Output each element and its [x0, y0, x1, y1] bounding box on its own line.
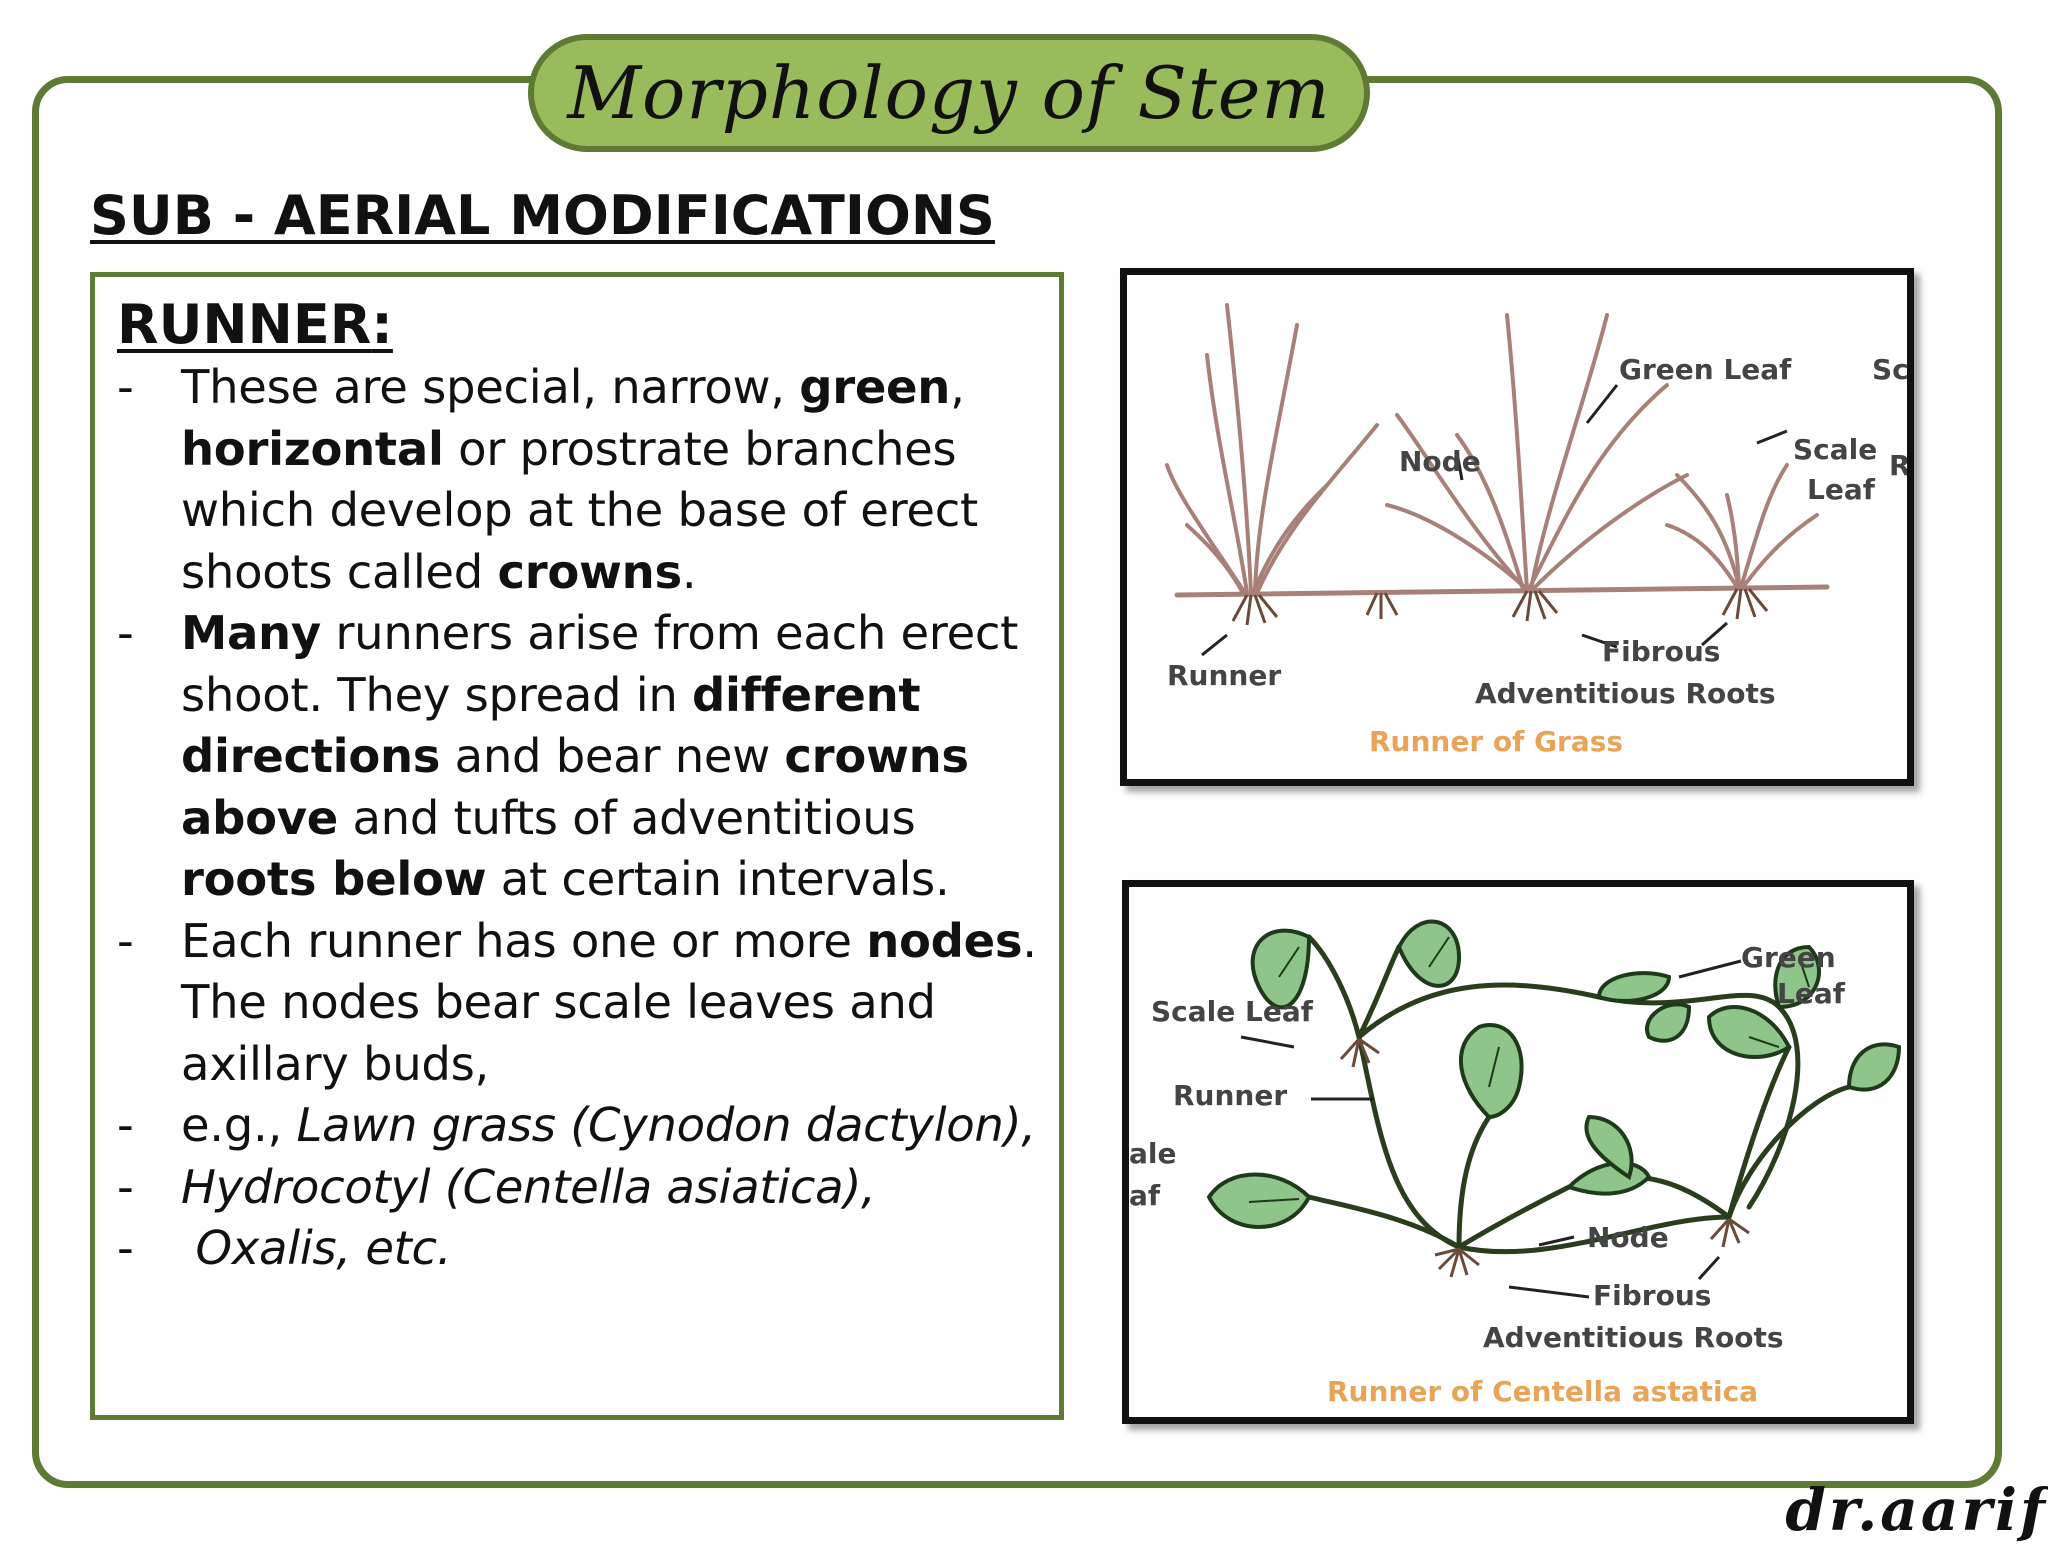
bullet-text: . — [681, 544, 697, 599]
bullet-dash: - — [117, 606, 134, 660]
bold-term: roots below — [181, 852, 487, 906]
italic-example: Oxalis, etc. — [181, 1221, 452, 1275]
bullet-text: runners arise from each erect shoot. The… — [181, 606, 1019, 722]
bullet-text: or prostrate branches which develop at t… — [181, 421, 978, 599]
bullet-text: at certain intervals. — [486, 852, 950, 906]
bullet-text: and tufts of adventitious — [337, 790, 916, 845]
slide-title: Morphology of Stem — [567, 51, 1331, 135]
grass-pointer-lines — [1201, 384, 1788, 657]
centella-pointer-lines — [1240, 959, 1742, 1299]
grass-runner-illustration: Green Leaf Sc R Node Scale Leaf Runner F… — [1165, 303, 1907, 758]
bullet-dash: - — [117, 360, 134, 414]
label-scale-leaf: Scale Leaf — [1151, 995, 1314, 1028]
bullet-item: -Many runners arise from each erect shoo… — [117, 603, 1049, 911]
centella-roots — [1339, 1037, 1750, 1278]
italic-example: Hydrocotyl (Centella asiatica), — [181, 1159, 876, 1214]
grass-roots — [1231, 588, 1769, 626]
section-heading: SUB - AERIAL MODIFICATIONS — [90, 184, 995, 247]
runner-heading-text: RUNNER — [117, 293, 372, 356]
bold-term: different directions — [181, 667, 921, 784]
label-ale: ale — [1129, 1137, 1176, 1170]
bullet-dash: - — [117, 1221, 134, 1275]
grass-runner-figure: Green Leaf Sc R Node Scale Leaf Runner F… — [1120, 268, 1914, 786]
bullet-text: These are special, narrow, — [181, 360, 800, 414]
runner-heading: RUNNER: — [117, 293, 393, 356]
bullet-dash: - — [117, 1159, 134, 1214]
bullet-item: - Oxalis, etc. — [117, 1218, 1049, 1280]
bullet-text: and bear new — [440, 729, 785, 783]
label-leaf: Leaf — [1777, 977, 1846, 1010]
bullet-dash: - — [117, 913, 134, 968]
bullet-item: -Each runner has one or more nodes. The … — [117, 911, 1049, 1096]
bold-term: crowns — [497, 544, 682, 599]
label-runner: Runner — [1167, 659, 1281, 692]
bullet-item: -e.g., Lawn grass (Cynodon dactylon), — [117, 1095, 1049, 1157]
bullet-text: . The nodes bear scale leaves and axilla… — [181, 913, 1037, 1091]
leaf-veins — [1248, 936, 1810, 1203]
bullet-text: , — [950, 360, 965, 414]
label-adventitious-roots: Adventitious Roots — [1475, 677, 1776, 710]
bold-term: nodes — [866, 913, 1023, 968]
bullet-item: -Hydrocotyl (Centella asiatica), — [117, 1157, 1049, 1219]
centella-stolons — [1306, 934, 1852, 1255]
bullet-item: -These are special, narrow, green, horiz… — [117, 357, 1049, 603]
grass-plants — [1165, 303, 1830, 598]
bold-term: Many — [181, 606, 321, 660]
runner-text-box: RUNNER: -These are special, narrow, gree… — [90, 272, 1064, 1420]
label-fibrous: Fibrous — [1593, 1279, 1711, 1312]
label-fibrous: Fibrous — [1602, 635, 1720, 668]
author-signature: dr.aarif — [1785, 1476, 2048, 1544]
bullet-text: Each runner has one or more — [181, 913, 867, 968]
label-af: af — [1129, 1179, 1161, 1212]
bullet-dash: - — [117, 1098, 134, 1152]
bold-term: crowns above — [181, 729, 969, 845]
label-green-leaf: Green Leaf — [1619, 353, 1792, 386]
caption-runner-of-grass: Runner of Grass — [1369, 725, 1623, 758]
bold-term: green — [799, 360, 951, 414]
label-node: Node — [1587, 1221, 1669, 1254]
label-r: R — [1889, 449, 1907, 482]
bullet-text: e.g., — [181, 1098, 297, 1152]
centella-runner-figure: Green Leaf Scale Leaf Runner ale af Node… — [1122, 880, 1914, 1424]
bold-term: horizontal — [181, 421, 444, 476]
label-scale: Scale — [1793, 433, 1877, 466]
italic-example: Lawn grass (Cynodon dactylon), — [296, 1098, 1036, 1152]
runner-heading-colon: : — [371, 293, 393, 356]
title-banner: Morphology of Stem — [528, 34, 1370, 152]
label-green: Green — [1741, 941, 1836, 974]
label-leaf: Leaf — [1807, 473, 1876, 506]
centella-runner-illustration: Green Leaf Scale Leaf Runner ale af Node… — [1129, 919, 1902, 1408]
label-adventitious-roots: Adventitious Roots — [1483, 1321, 1784, 1354]
runner-bullet-list: -These are special, narrow, green, horiz… — [117, 357, 1049, 1280]
label-node: Node — [1399, 445, 1481, 478]
label-runner: Runner — [1173, 1079, 1287, 1112]
label-sc: Sc — [1872, 353, 1907, 386]
caption-runner-of-centella: Runner of Centella astatica — [1327, 1375, 1758, 1408]
